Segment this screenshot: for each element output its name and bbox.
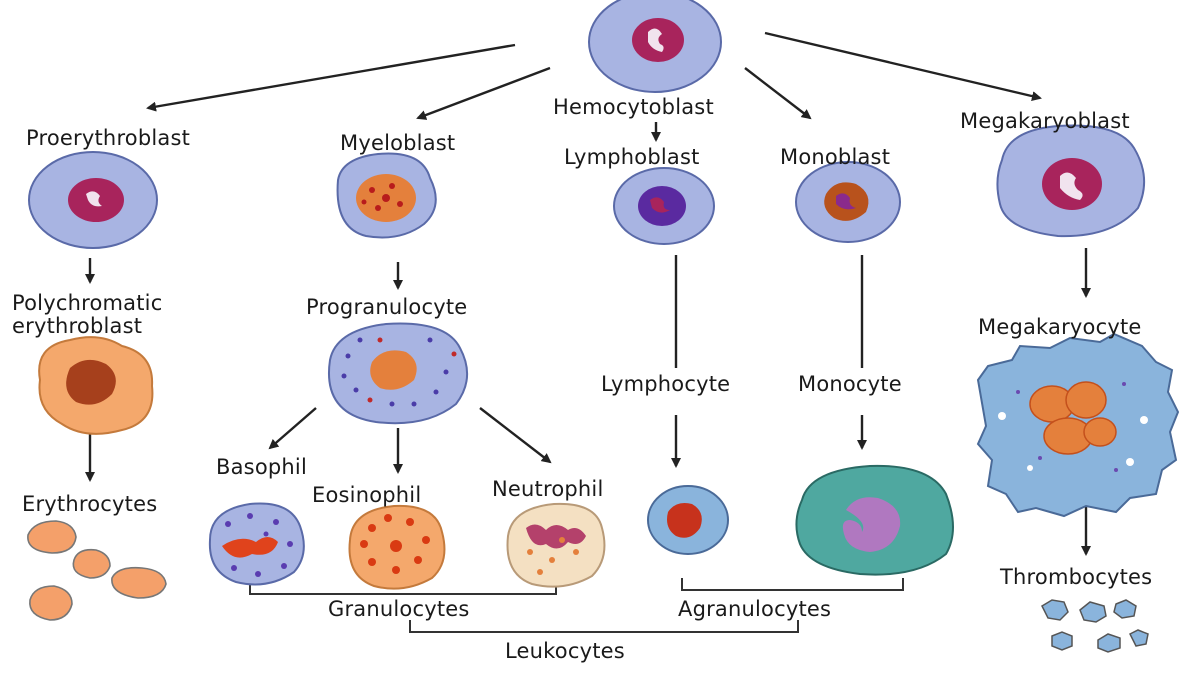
monocyte-cell <box>795 464 954 576</box>
group-brackets <box>249 578 904 633</box>
progranulocyte-cell <box>328 322 468 425</box>
label-lymphoblast: Lymphoblast <box>564 145 700 169</box>
neutrophil-cell <box>506 502 606 588</box>
megakaryoblast-cell <box>996 124 1146 238</box>
label-monocyte: Monocyte <box>798 372 902 396</box>
label-hemocytoblast: Hemocytoblast <box>553 95 714 119</box>
monoblast-cell <box>795 161 901 243</box>
arrow-to-neutrophil <box>479 407 552 464</box>
arrow-to-monoblast <box>744 67 812 120</box>
label-erythrocytes: Erythrocytes <box>22 492 158 516</box>
polychromatic-erythroblast-cell <box>38 336 154 435</box>
megakaryocyte-cell <box>976 332 1180 518</box>
label-progranulocyte: Progranulocyte <box>306 295 468 319</box>
erythrocytes-cells <box>27 520 167 621</box>
label-eosinophil: Eosinophil <box>312 483 422 507</box>
myeloblast-cell <box>336 152 437 239</box>
basophil-cell <box>208 502 305 586</box>
eosinophil-cell <box>348 504 446 590</box>
arrow-to-basophil <box>268 407 317 450</box>
label-agranulocytes: Agranulocytes <box>678 597 832 621</box>
label-monoblast: Monoblast <box>780 145 891 169</box>
label-megakaryoblast: Megakaryoblast <box>960 109 1130 133</box>
label-neutrophil: Neutrophil <box>492 477 604 501</box>
granulocytes-bracket <box>249 582 557 595</box>
label-basophil: Basophil <box>216 455 307 479</box>
arrow-to-megakaryoblast <box>764 31 1042 102</box>
thrombocytes-cells <box>1041 599 1149 653</box>
label-granulocytes: Granulocytes <box>328 597 470 621</box>
hemocytoblast-cell <box>588 0 722 93</box>
label-proerythroblast: Proerythroblast <box>26 126 191 150</box>
label-myeloblast: Myeloblast <box>340 131 456 155</box>
label-leukocytes: Leukocytes <box>505 639 625 663</box>
label-thrombocytes: Thrombocytes <box>1000 565 1153 589</box>
lymphocyte-cell <box>647 485 729 555</box>
arrows <box>85 31 1091 556</box>
lymphoblast-cell <box>613 167 715 245</box>
arrow-to-proerythroblast <box>146 43 516 112</box>
label-polychromatic-erythroblast: Polychromatic erythroblast <box>12 291 163 339</box>
agranulocytes-bracket <box>681 578 904 591</box>
arrow-to-myeloblast <box>416 66 551 120</box>
leukocytes-bracket <box>409 620 799 633</box>
label-lymphocyte: Lymphocyte <box>601 372 731 396</box>
proerythroblast-cell <box>28 151 158 249</box>
label-megakaryocyte: Megakaryocyte <box>978 315 1142 339</box>
